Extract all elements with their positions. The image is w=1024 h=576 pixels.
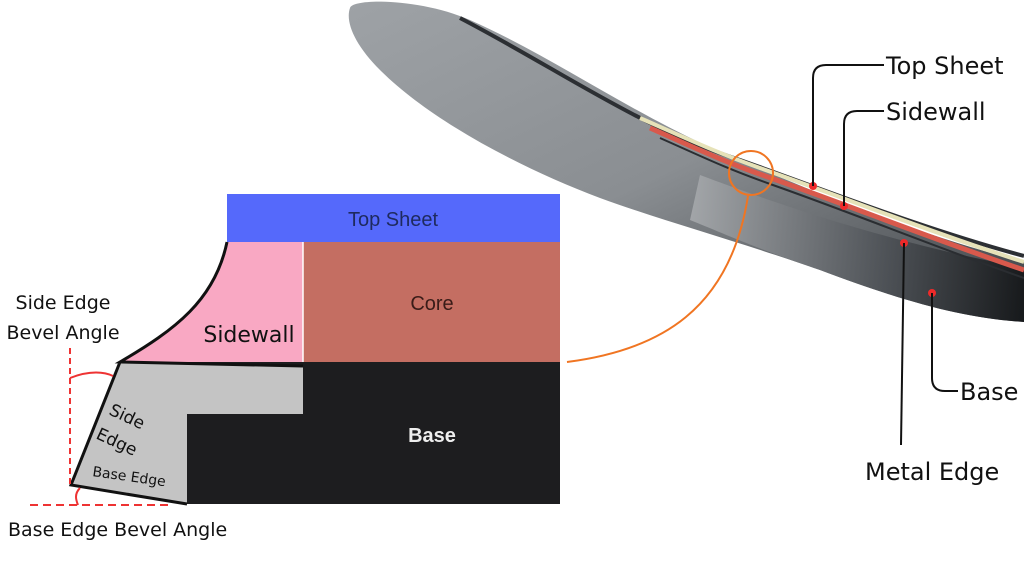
label-sidewall: Sidewall xyxy=(203,323,294,348)
ski-edge-line xyxy=(659,137,1024,279)
label-core: Core xyxy=(410,293,453,315)
leader-base xyxy=(931,293,958,392)
ski-photo: Top Sheet Sidewall Metal Edge Base xyxy=(348,1,1024,486)
base-bevel-arc xyxy=(75,487,81,506)
side-bevel-arc xyxy=(69,371,114,379)
layer-top-sheet xyxy=(227,194,560,242)
label-base: Base xyxy=(408,425,456,447)
callout-sidewall: Sidewall xyxy=(886,98,986,126)
base-bevel-label: Base Edge Bevel Angle xyxy=(8,519,227,541)
zoom-circle xyxy=(728,150,774,196)
ski-sidewall-stripe xyxy=(639,116,1024,264)
leader-sidewall xyxy=(843,110,884,206)
leader-top-sheet xyxy=(812,64,884,186)
edge-outline xyxy=(68,241,304,506)
ski-base-shading xyxy=(690,175,1024,322)
callout-base: Base xyxy=(960,378,1018,406)
callout-top-sheet: Top Sheet xyxy=(885,52,1004,80)
side-bevel-label-2: Bevel Angle xyxy=(6,322,119,344)
layer-core xyxy=(303,242,560,362)
cross-section: Top Sheet Core Sidewall Base Side Edge B… xyxy=(6,194,560,541)
side-bevel-label-1: Side Edge xyxy=(16,292,111,314)
leader-metal-edge xyxy=(900,242,905,446)
layer-sidewall xyxy=(120,242,303,366)
ski-core-stripe xyxy=(648,125,1024,273)
callout-metal-edge: Metal Edge xyxy=(865,458,999,486)
metal-edge xyxy=(71,362,303,504)
zoom-connector xyxy=(566,195,749,363)
label-top-sheet: Top Sheet xyxy=(348,209,439,231)
